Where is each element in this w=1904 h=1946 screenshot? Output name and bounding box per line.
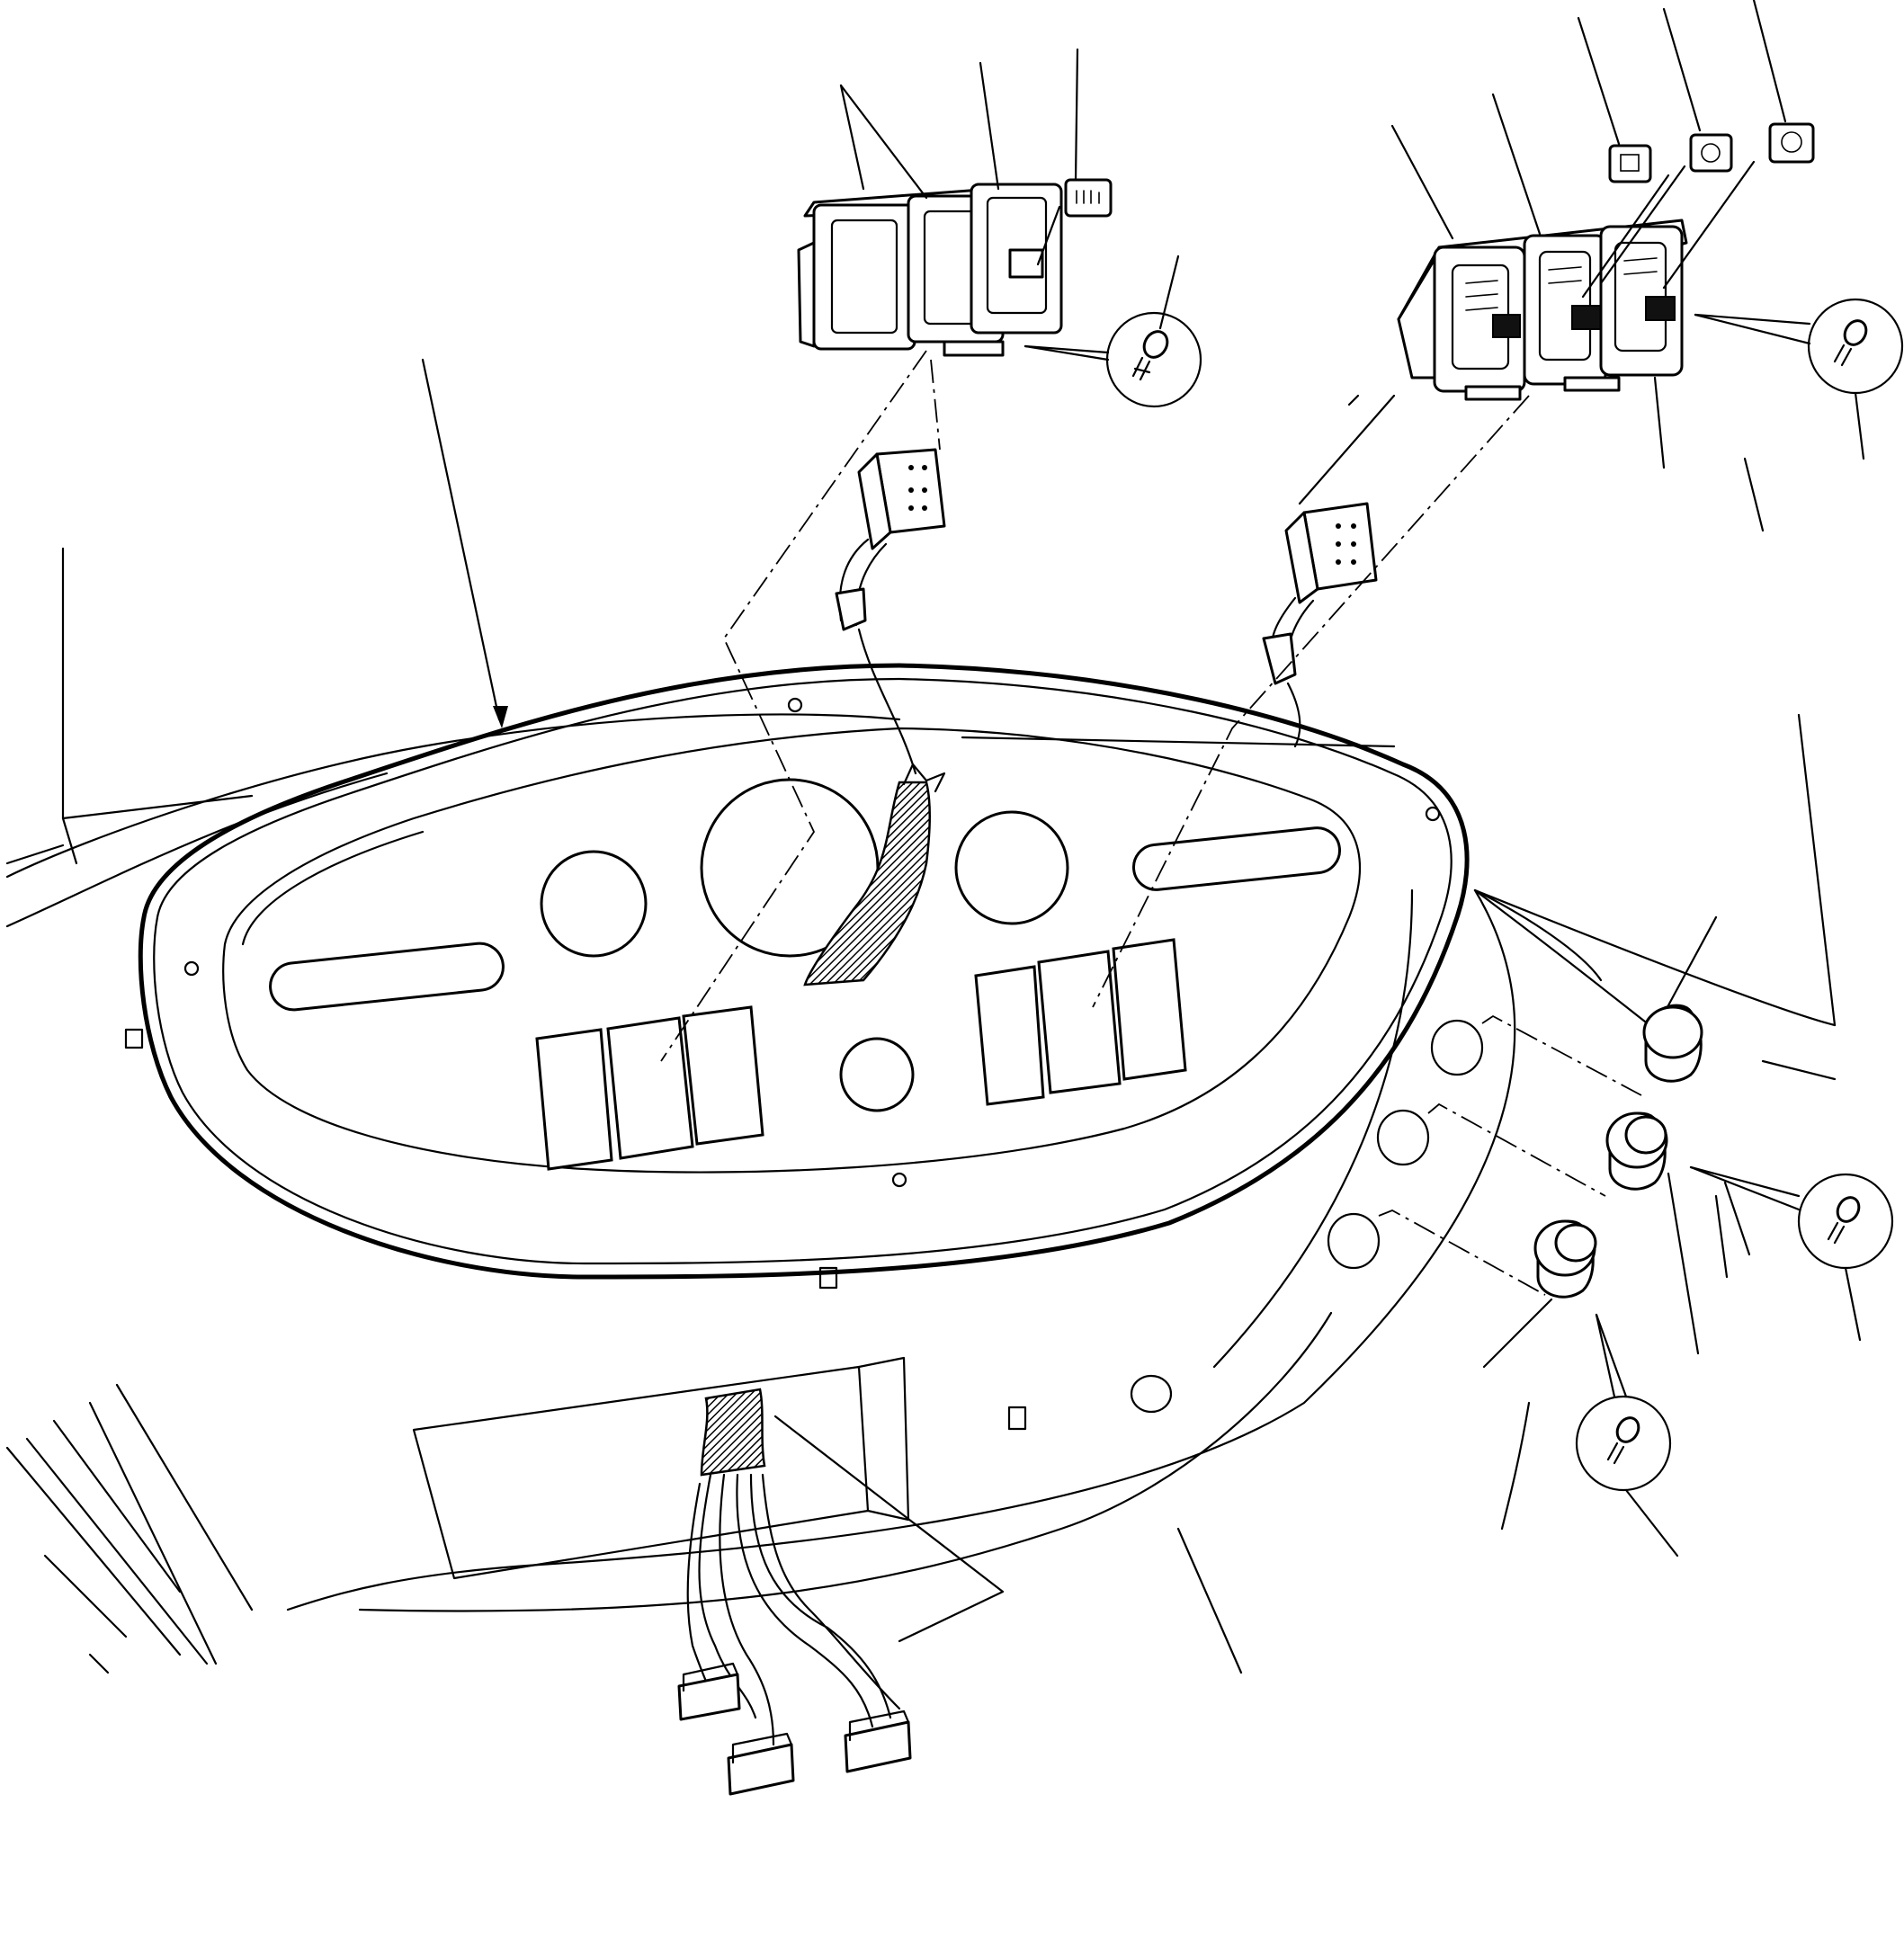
wiring-harness-sleeve — [803, 781, 931, 986]
bulb-icon — [1827, 1196, 1861, 1245]
switch-cap-icon — [1608, 144, 1652, 183]
bulb-icon — [1833, 319, 1868, 367]
instrument-bezel — [124, 663, 1470, 1431]
right-switch-bank — [1397, 122, 1815, 401]
left-switch-connector — [835, 448, 946, 775]
bulb-icon — [1131, 330, 1169, 381]
dashboard-body — [5, 547, 1837, 1674]
switch-cap-icon — [1689, 133, 1733, 173]
switch-cap-icon — [1768, 122, 1815, 164]
bulb-icon — [1606, 1416, 1640, 1465]
switch-cap-icon — [1064, 178, 1113, 218]
lower-harness — [412, 1356, 1005, 1796]
left-switch-bank — [797, 178, 1113, 357]
bezel-openings — [269, 778, 1342, 1171]
indicator-lamps — [1130, 915, 1751, 1414]
right-switch-connector — [1262, 502, 1378, 748]
callout-leaders — [421, 0, 1865, 1558]
